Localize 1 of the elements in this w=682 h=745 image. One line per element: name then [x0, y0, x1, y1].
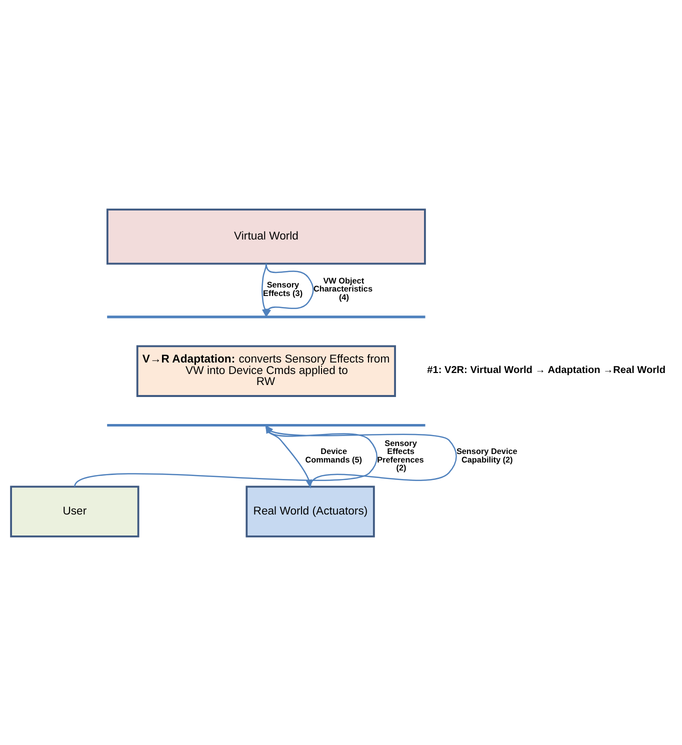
label: #1: V2R: Virtual World → Adaptation →Real World — [427, 364, 666, 376]
